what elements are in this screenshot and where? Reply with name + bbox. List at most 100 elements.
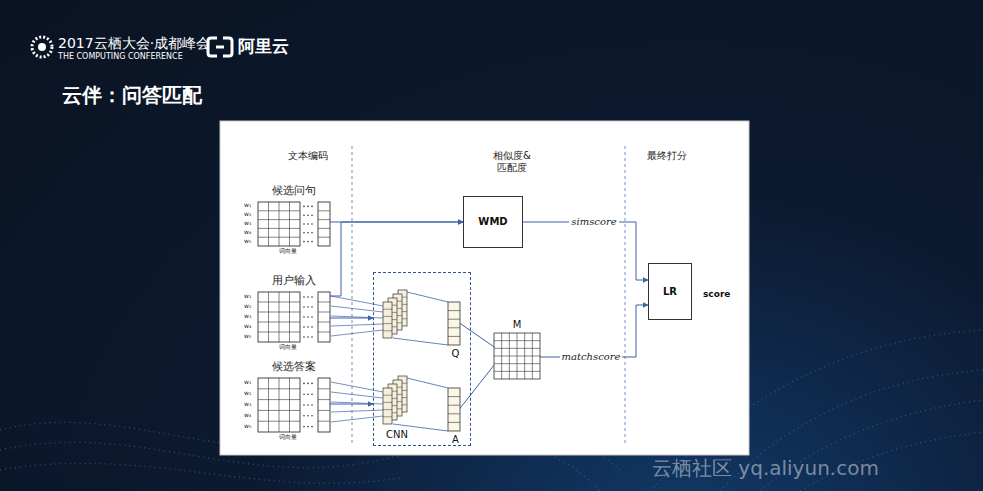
matrix-block [494, 333, 540, 379]
row-label: w₃ [244, 401, 251, 408]
process-box: LR [648, 263, 692, 320]
row-label: w₃ [244, 220, 251, 227]
grid-line [517, 333, 518, 379]
matrix-title: 候选答案 [272, 361, 316, 374]
grid-line [318, 228, 330, 229]
grid-line [448, 310, 460, 311]
output-label: score [703, 289, 730, 299]
ellipsis-dot [303, 296, 305, 298]
pool-line [407, 292, 448, 302]
grid-line [448, 318, 460, 319]
ellipsis-dot [303, 426, 305, 428]
grid-line [524, 333, 525, 379]
row-label: w₁ [244, 379, 251, 386]
ellipsis-dot [303, 415, 305, 417]
grid-line [383, 402, 392, 403]
shape-outline [448, 302, 460, 345]
ellipsis-dot [311, 393, 313, 395]
row-label: w₄ [244, 229, 251, 236]
ellipsis-dot [307, 393, 309, 395]
match-matrix: M [494, 333, 540, 379]
grid-line [258, 322, 300, 323]
grid-line [318, 399, 330, 400]
grid-line [318, 302, 330, 303]
ellipsis-dot [307, 306, 309, 308]
slide-title: 云伴：问答匹配 [62, 84, 202, 107]
grid-line [258, 219, 300, 220]
grid-line [383, 309, 392, 310]
grid-line [258, 210, 300, 211]
ellipsis-dot [311, 214, 313, 216]
ellipsis-dot [307, 214, 309, 216]
section-dividers [352, 146, 625, 446]
ellipsis-dot [311, 426, 313, 428]
conv-stacks [331, 290, 448, 431]
box-label: LR [663, 286, 677, 298]
fan-line [331, 296, 383, 306]
axis-label: 词向量 [279, 248, 297, 255]
grid-line [258, 410, 300, 411]
aliyun-logo [208, 38, 232, 56]
brand-name: 阿里云 [238, 37, 289, 57]
matrix-column [318, 378, 330, 432]
row-label: w₅ [244, 423, 251, 430]
grid-line [258, 237, 300, 238]
vector-label: A [452, 434, 459, 446]
connector [330, 318, 373, 319]
grid-line [289, 202, 290, 246]
conference-logo [32, 37, 52, 57]
process-box: WMD [463, 196, 523, 248]
vector-cell [448, 302, 460, 345]
ellipsis-dot [311, 316, 313, 318]
logo-dot [38, 43, 46, 51]
section-heading: 最终打分 [647, 150, 687, 162]
matrix-column [318, 292, 330, 342]
fan-line [331, 324, 383, 326]
shape-outline [448, 388, 460, 431]
matrix-label: M [513, 319, 522, 331]
vector-label: Q [452, 348, 460, 360]
ellipsis-dot [311, 296, 313, 298]
grid-line [448, 413, 460, 414]
ellipsis-dot [311, 206, 313, 208]
grid-line [318, 210, 330, 211]
grid-line [318, 312, 330, 313]
connector [540, 305, 648, 357]
connector [460, 365, 495, 409]
grid-line [318, 410, 330, 411]
grid-line [279, 292, 280, 342]
grid-line [448, 404, 460, 405]
grid-line [318, 322, 330, 323]
fan-line [331, 316, 383, 318]
ellipsis-dot [303, 214, 305, 216]
edge-label: matchscore [560, 351, 623, 363]
axis-label: 词向量 [279, 344, 297, 351]
ellipsis-dot [303, 232, 305, 234]
ellipsis-dot [303, 223, 305, 225]
row-label: w₅ [244, 238, 251, 245]
pool-line [407, 378, 448, 388]
ellipsis-dot [311, 415, 313, 417]
ellipsis-dot [311, 336, 313, 338]
row-label: w₁ [244, 202, 251, 209]
row-label: w₅ [244, 333, 251, 340]
grid-line [448, 396, 460, 397]
fan-line [331, 416, 383, 422]
ellipsis-dot [311, 241, 313, 243]
pool-line [393, 338, 448, 345]
grid-line [258, 332, 300, 333]
fan-line [331, 330, 383, 336]
grid-line [258, 399, 300, 400]
grid-line [494, 371, 540, 372]
ellipsis-dot [311, 306, 313, 308]
logo-ring [32, 37, 52, 57]
grid-line [448, 327, 460, 328]
divider [352, 146, 353, 446]
ellipsis-dot [303, 404, 305, 406]
ellipsis-dot [303, 393, 305, 395]
shape-outline [258, 378, 330, 432]
row-label: w₃ [244, 313, 251, 320]
ellipsis-dot [307, 223, 309, 225]
connector [523, 222, 648, 280]
divider [625, 146, 626, 446]
